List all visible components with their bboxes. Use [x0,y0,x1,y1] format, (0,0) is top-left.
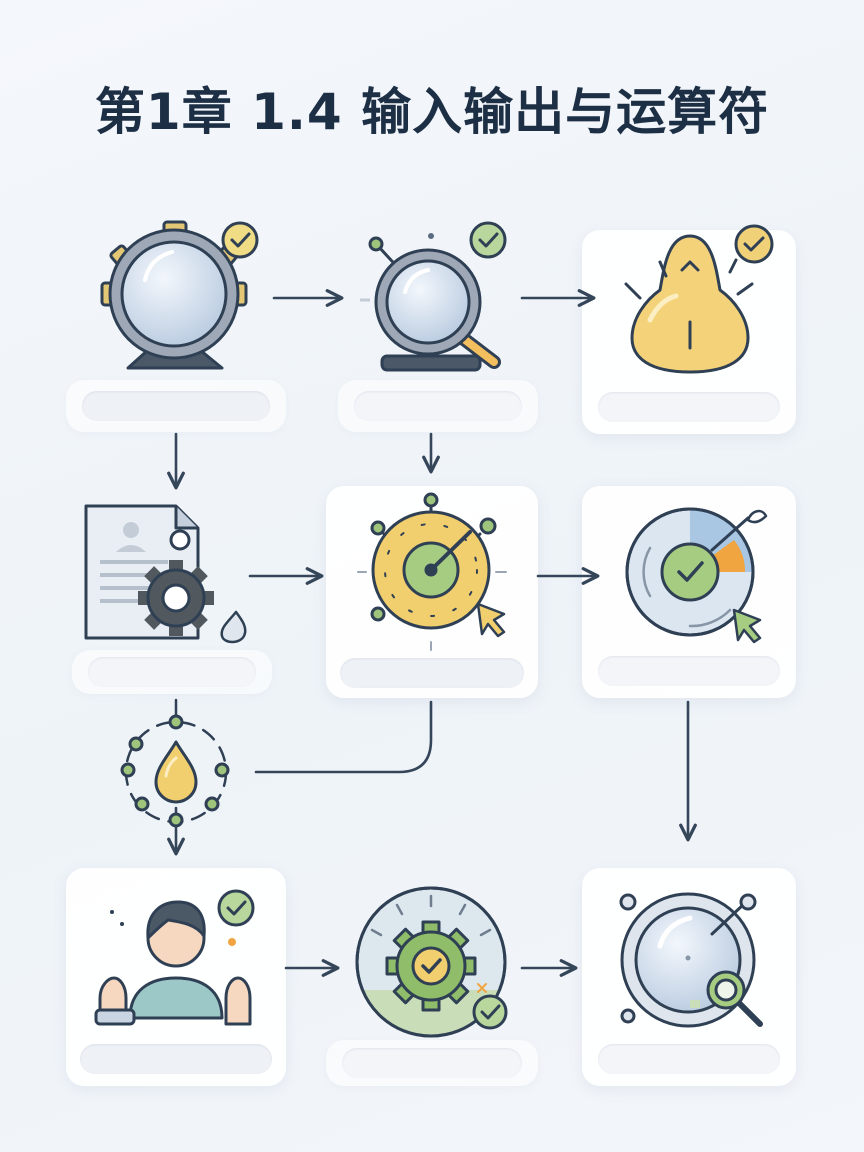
target-dial-icon [357,492,507,651]
connector-5-7 [254,700,433,774]
gear-lens-icon [100,220,259,370]
gauge-check-icon [625,507,768,644]
connectors [167,289,697,977]
step-label-placeholder [598,1044,780,1074]
person-check-icon [94,889,255,1026]
step-label-placeholder [598,392,780,422]
step-label-placeholder [340,658,524,688]
step-label-placeholder [354,391,522,421]
step-label-placeholder [88,657,256,687]
document-gear-icon [84,504,247,644]
page-title: 第1章 1.4 输入输出与运算符 [94,83,770,141]
step-card-1 [66,380,286,432]
magnifier-icon [360,221,507,372]
step-card-2 [338,380,538,432]
step-label-placeholder [598,656,780,686]
droplet-orbit-icon [120,698,230,828]
step-label-placeholder [342,1048,522,1078]
step-label-placeholder [80,1044,272,1074]
step-label-placeholder [82,391,270,421]
step-card-9 [326,1040,538,1086]
step-card-4 [72,650,272,694]
gear-check-icon [355,886,508,1038]
lens-magnifier-icon [619,892,763,1028]
yellow-drop-alert-icon [624,224,774,374]
